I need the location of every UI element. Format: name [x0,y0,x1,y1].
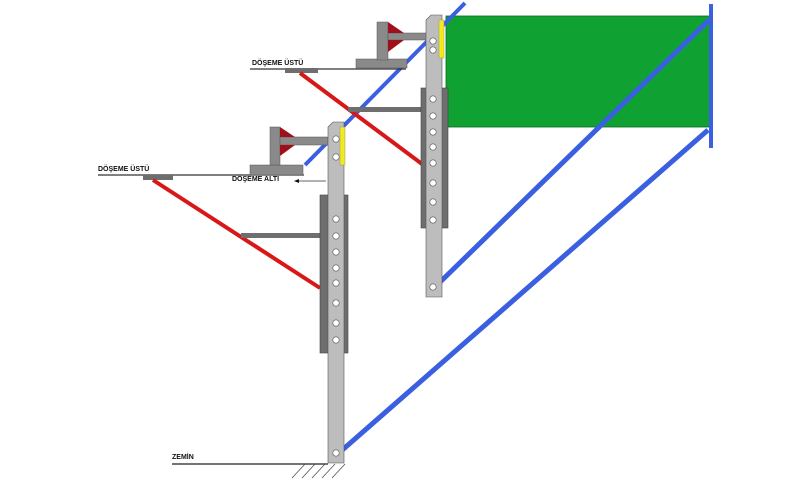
floor-bottom-arrowhead [294,179,299,183]
ground-label: ZEMİN [172,454,194,461]
lower-bracket-base [249,164,304,176]
upper-bracket-arm [387,32,428,41]
upper-red-brace [298,71,424,166]
upper-wedge-bottom [388,40,404,52]
lower-yellow-clamp [339,126,346,166]
column-hole [429,179,437,187]
safety-net [445,15,711,128]
lower-red-brace [151,178,322,290]
column-hole [332,449,340,457]
lower-wedge-bottom [280,145,295,156]
upper-floor-top-label: DÖŞEME ÜSTÜ [252,60,304,67]
upper-bracket-vertical [376,21,389,61]
column-hole [332,299,340,307]
column-hole [429,216,437,224]
upper-yellow-clamp [438,19,445,59]
lower-horizontal-arm [241,233,321,238]
column-hole [429,37,437,45]
lower-bracket-arm [279,136,329,146]
column-hole [332,319,340,327]
net-end-post [709,4,713,148]
upper-bracket-base [355,58,408,69]
column-hole [429,128,437,136]
lower-floor-top-label: DÖŞEME ÜSTÜ [98,166,150,173]
column-hole [332,232,340,240]
column-hole [332,264,340,272]
floor-bottom-label: DÖŞEME ALTI [232,176,280,183]
column-hole [429,143,437,151]
column-hole [332,153,340,161]
column-hole [429,198,437,206]
blue-brace-long [432,18,711,290]
column-hole [332,135,340,143]
upper-column [425,14,443,298]
ground-hatching [291,463,346,479]
lower-wedge-top [280,127,295,137]
column-hole [429,112,437,120]
column-hole [332,248,340,256]
column-hole [429,95,437,103]
column-hole [332,336,340,344]
column-hole [332,215,340,223]
lower-column [327,121,345,464]
upper-horizontal-arm [348,107,424,112]
lower-bracket-vertical [269,126,281,166]
lower-base-plate [143,175,173,180]
column-hole [429,46,437,54]
column-hole [332,279,340,287]
blue-brace-lower [338,128,710,454]
column-hole [429,283,437,291]
upper-wedge-top [388,22,404,33]
upper-base-plate [285,68,318,73]
column-hole [429,159,437,167]
